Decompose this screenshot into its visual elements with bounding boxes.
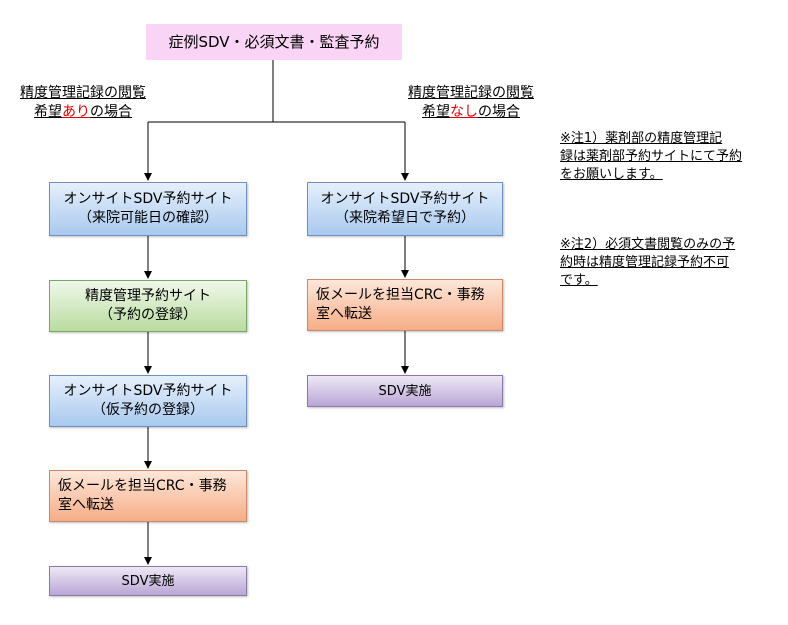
branch-right-prefix: 希望 [422, 104, 450, 120]
right-step-2-box: 仮メールを担当CRC・事務 室へ転送 [307, 279, 503, 331]
branch-left-line1: 精度管理記録の閲覧 [20, 85, 146, 101]
right-step-2-line1: 仮メールを担当CRC・事務 [316, 287, 485, 303]
right-step-1-line2: （来院希望日で予約） [335, 210, 475, 226]
branch-left-mark: あり [62, 104, 90, 120]
left-step-1-line1: オンサイトSDV予約サイト [63, 191, 233, 207]
branch-label-right: 精度管理記録の閲覧 希望なしの場合 [396, 84, 546, 122]
branch-label-left: 精度管理記録の閲覧 希望ありの場合 [8, 84, 158, 122]
branch-right-suffix: の場合 [478, 104, 520, 120]
left-step-3-line2: （仮予約の登録） [92, 402, 204, 418]
right-step-3-box: SDV実施 [307, 375, 503, 407]
left-step-4-box: 仮メールを担当CRC・事務 室へ転送 [49, 470, 247, 522]
note-2-line3: です。 [560, 273, 598, 288]
branch-right-mark: なし [450, 104, 478, 120]
note-1-line2: 録は薬剤部予約サイトにて予約 [560, 149, 743, 164]
note-2-line1: ※注2）必須文書閲覧のみの予 [560, 237, 736, 252]
right-step-1-line1: オンサイトSDV予約サイト [320, 191, 490, 207]
left-step-2-line1: 精度管理予約サイト [85, 288, 211, 304]
left-step-3-line1: オンサイトSDV予約サイト [63, 383, 233, 399]
top-start-label: 症例SDV・必須文書・監査予約 [168, 32, 380, 51]
left-step-2-line2: （予約の登録） [99, 307, 197, 323]
left-step-5-box: SDV実施 [49, 566, 247, 596]
left-step-4-line2: 室へ転送 [58, 497, 114, 513]
left-step-3-box: オンサイトSDV予約サイト （仮予約の登録） [49, 375, 247, 427]
branch-right-line2: 希望なしの場合 [422, 104, 520, 120]
top-start-box: 症例SDV・必須文書・監査予約 [146, 24, 402, 60]
right-step-3-label: SDV実施 [378, 383, 432, 399]
branch-left-line2: 希望ありの場合 [34, 104, 132, 120]
note-2-line2: 約時は精度管理記録予約不可 [560, 255, 730, 270]
branch-left-suffix: の場合 [90, 104, 132, 120]
note-1: ※注1）薬剤部の精度管理記 録は薬剤部予約サイトにて予約 をお願いします。 [560, 130, 782, 184]
note-1-line3: をお願いします。 [560, 167, 663, 182]
right-step-1-box: オンサイトSDV予約サイト （来院希望日で予約） [307, 182, 503, 236]
note-2: ※注2）必須文書閲覧のみの予 約時は精度管理記録予約不可 です。 [560, 236, 782, 290]
left-step-1-box: オンサイトSDV予約サイト （来院可能日の確認） [49, 182, 247, 236]
branch-right-line1: 精度管理記録の閲覧 [408, 85, 534, 101]
left-step-5-label: SDV実施 [121, 573, 175, 589]
note-1-line1: ※注1）薬剤部の精度管理記 [560, 131, 723, 146]
branch-left-prefix: 希望 [34, 104, 62, 120]
left-step-4-line1: 仮メールを担当CRC・事務 [58, 478, 227, 494]
left-step-1-line2: （来院可能日の確認） [78, 210, 218, 226]
left-step-2-box: 精度管理予約サイト （予約の登録） [49, 280, 247, 332]
right-step-2-line2: 室へ転送 [316, 306, 372, 322]
